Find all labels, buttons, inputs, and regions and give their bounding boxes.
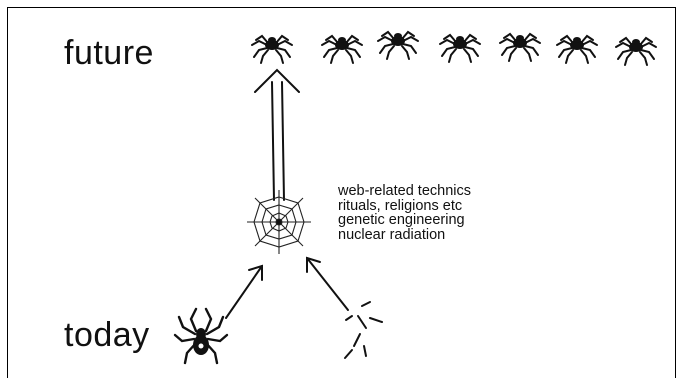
spider-icon (557, 36, 597, 63)
spider-icon (616, 38, 656, 65)
spider-web-icon (247, 190, 311, 254)
today-to-web-arrows (226, 258, 348, 318)
spider-icon (500, 34, 540, 61)
evolution-arrow (255, 70, 299, 200)
stick-figure-icon (345, 302, 382, 358)
spider-icon (252, 36, 292, 63)
spider-icon (322, 36, 362, 63)
spider-icon (175, 309, 227, 363)
spider-icon (378, 32, 418, 59)
spider-icon (440, 35, 480, 62)
